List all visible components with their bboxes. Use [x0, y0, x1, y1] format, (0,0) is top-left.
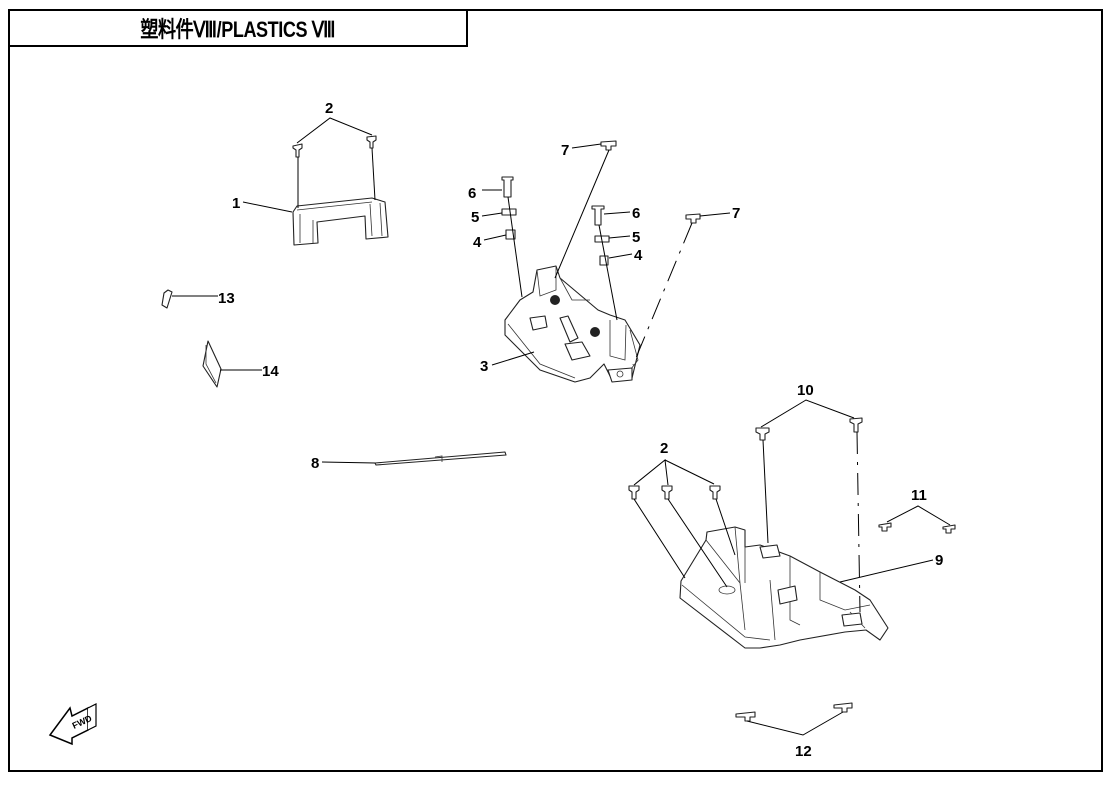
- callout-12: 12: [795, 743, 812, 760]
- leader-line: [699, 212, 731, 217]
- leader-line: [746, 711, 844, 736]
- callout-2: 2: [325, 100, 333, 117]
- part-11-clip-nut[interactable]: [878, 522, 956, 534]
- leader-line: [603, 211, 631, 215]
- part-8-strip[interactable]: [374, 451, 507, 466]
- leader-line: [608, 235, 631, 239]
- leader-line: [554, 149, 610, 279]
- leader-line: [664, 459, 715, 485]
- part-2-rivet[interactable]: [628, 485, 721, 500]
- callout-7: 7: [732, 205, 740, 222]
- leader-line: [762, 439, 769, 544]
- leader-line: [321, 461, 376, 464]
- leader-line: [507, 196, 523, 298]
- part-5-grommet[interactable]: [501, 208, 517, 216]
- callout-11: 11: [911, 487, 927, 504]
- leader-line: [667, 498, 728, 588]
- callout-3: 3: [480, 358, 488, 375]
- part-10-push-rivet[interactable]: [755, 417, 863, 441]
- leader-line: [760, 399, 855, 428]
- part-9-tray[interactable]: [679, 526, 889, 649]
- leader-line: [839, 559, 934, 583]
- leader-line: [632, 222, 693, 366]
- diagram-title: 塑料件Ⅷ/PLASTICS Ⅷ: [140, 17, 336, 42]
- part-7-clip-nut[interactable]: [600, 140, 617, 151]
- part-12-clip-nut[interactable]: [735, 702, 853, 722]
- leader-line: [608, 253, 633, 259]
- part-7-clip-nut[interactable]: [685, 213, 701, 224]
- part-3-bracket[interactable]: [504, 265, 641, 383]
- part-13-small-pad[interactable]: [161, 289, 173, 309]
- title-box: 塑料件Ⅷ/PLASTICS Ⅷ: [8, 9, 468, 47]
- leader-line: [491, 351, 535, 366]
- leader-line: [571, 143, 602, 149]
- drawing-frame: [8, 9, 1103, 772]
- leader-line: [481, 212, 503, 217]
- fwd-direction-marker: FWD: [48, 703, 97, 746]
- leader-line: [242, 201, 293, 213]
- part-1-handle-cover[interactable]: [292, 197, 389, 246]
- callout-5: 5: [632, 229, 640, 246]
- leader-line: [371, 147, 376, 201]
- leader-line: [856, 431, 861, 613]
- leader-line: [633, 498, 686, 579]
- callout-8: 8: [311, 455, 319, 472]
- callout-5: 5: [471, 209, 479, 226]
- part-14-pad[interactable]: [202, 340, 222, 388]
- part-6-bolt[interactable]: [501, 176, 514, 198]
- callout-1: 1: [232, 195, 240, 212]
- callout-6: 6: [632, 205, 640, 222]
- part-4-spacer[interactable]: [505, 229, 516, 240]
- leader-line: [886, 505, 951, 526]
- leader-line: [633, 459, 669, 486]
- leader-line: [483, 234, 507, 241]
- leader-line: [296, 117, 373, 144]
- leader-line: [598, 224, 618, 321]
- part-6-bolt[interactable]: [591, 205, 605, 226]
- callout-7: 7: [561, 142, 569, 159]
- callout-4: 4: [473, 234, 482, 251]
- callout-2: 2: [660, 440, 668, 457]
- callout-10: 10: [797, 382, 814, 399]
- leader-line: [715, 498, 736, 556]
- callout-9: 9: [935, 552, 943, 569]
- callout-4: 4: [634, 247, 643, 264]
- callout-6: 6: [468, 185, 476, 202]
- part-4-spacer[interactable]: [599, 255, 609, 266]
- part-2-rivet[interactable]: [292, 135, 377, 158]
- callout-14: 14: [262, 363, 279, 380]
- callout-13: 13: [218, 290, 235, 307]
